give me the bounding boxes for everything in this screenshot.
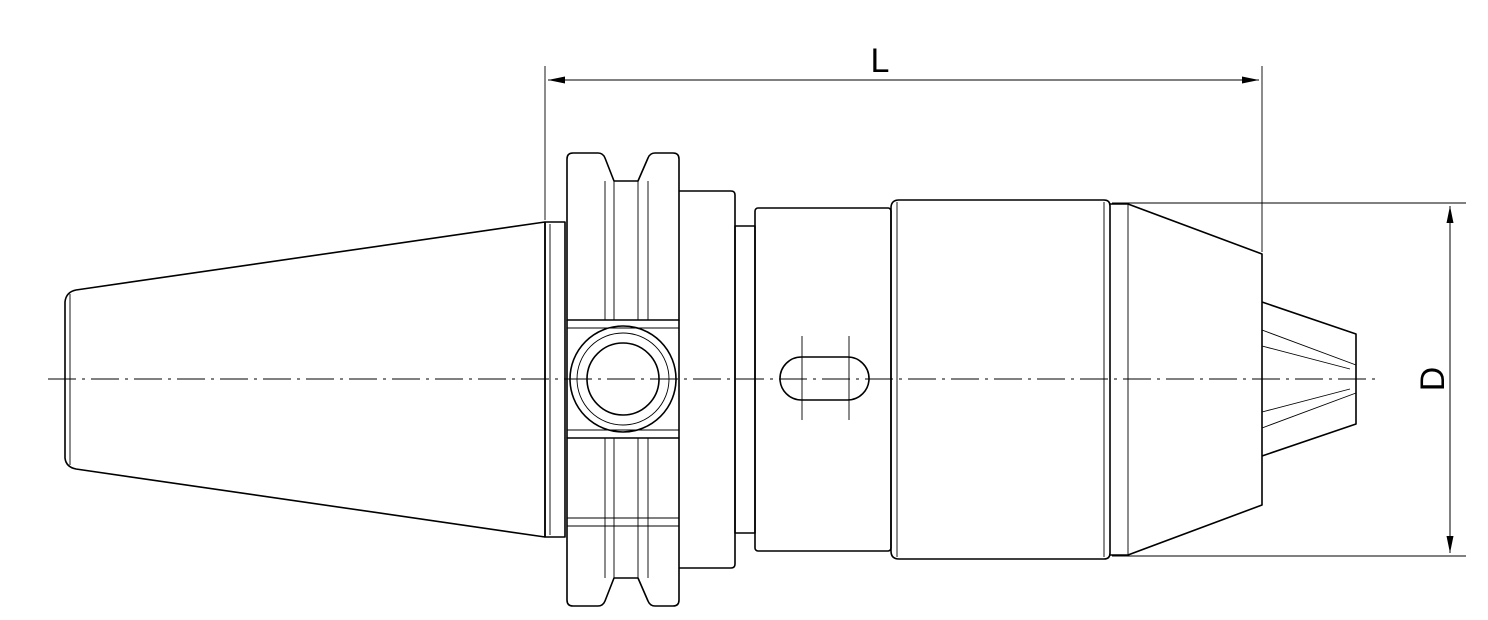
chuck-body [754,199,1263,560]
drive-key-hole [569,325,677,433]
chuck-jaws [1261,301,1357,457]
length-label: L [871,42,890,80]
length-dimension: L [544,42,1263,252]
retention-collar [679,190,756,569]
diameter-dimension: D [1112,202,1466,557]
diameter-label: D [1414,367,1452,392]
taper-shank [64,221,546,538]
chuck-slot [779,336,870,420]
v-flange [566,152,680,607]
flange-neck [544,221,566,538]
